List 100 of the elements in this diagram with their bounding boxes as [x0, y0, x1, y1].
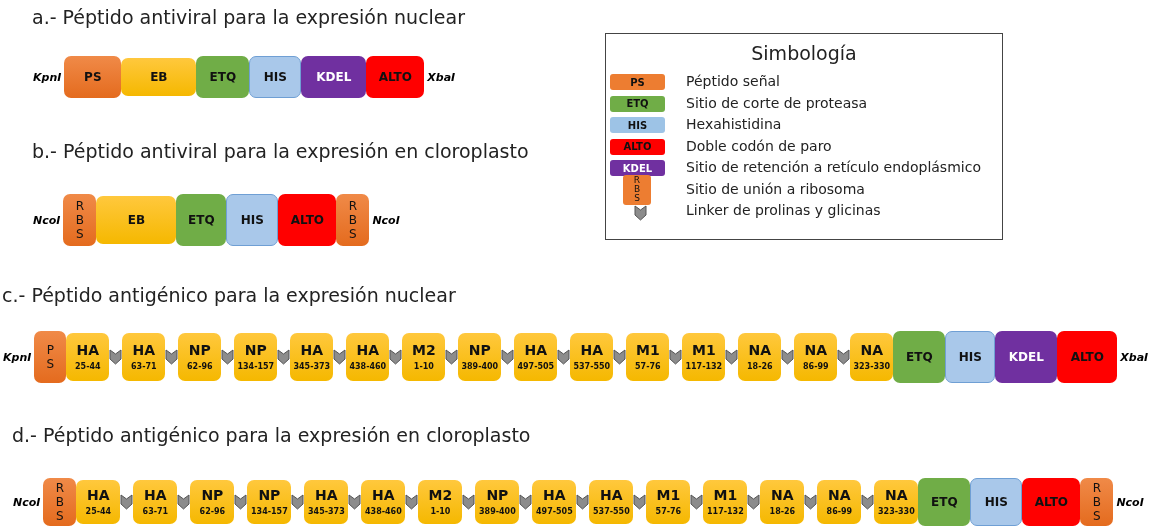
- residue-range: 25-44: [85, 506, 112, 517]
- segment-label: R B S: [74, 199, 85, 241]
- peptide-segment: [63, 194, 97, 246]
- segment-label: NA: [885, 487, 908, 503]
- segment-label: R B S: [347, 199, 358, 241]
- segment-label: HA: [315, 487, 338, 503]
- peptide-segment: [121, 58, 197, 96]
- peptide-segment: [794, 333, 838, 381]
- peptide-segment: [176, 194, 227, 246]
- peptide-segment: [1080, 478, 1114, 526]
- residue-range: 438-460: [349, 361, 387, 372]
- residue-range: 63-71: [142, 506, 169, 517]
- segment-label: M1: [692, 342, 716, 358]
- residue-range: 86-99: [826, 506, 853, 517]
- peptide-segment: [366, 56, 425, 98]
- legend-text: Linker de prolinas y glicinas: [686, 202, 881, 218]
- segment-label: HA: [600, 487, 623, 503]
- residue-range: 497-505: [517, 361, 555, 372]
- segment-label: HA: [543, 487, 566, 503]
- segment-label: PS: [84, 70, 102, 84]
- legend-text: Doble codón de paro: [686, 137, 832, 154]
- legend-text: Sitio de retención a retículo endoplásmico: [686, 159, 981, 175]
- segment-label: HA: [144, 487, 167, 503]
- segment-label: P S: [45, 343, 56, 371]
- legend-text: Péptido señal: [686, 73, 780, 89]
- peptide-segment: [589, 480, 634, 524]
- segment-label: PS: [630, 76, 645, 88]
- restriction-site-label: NcoI: [32, 213, 62, 227]
- legend-text: Sitio de corte de proteasa: [686, 94, 868, 111]
- segment-label: KDEL: [1008, 350, 1044, 364]
- segment-label: HA: [87, 487, 110, 503]
- peptide-segment: [817, 480, 862, 524]
- peptide-segment: [304, 480, 349, 524]
- peptide-segment: [514, 333, 558, 381]
- segment-label: M2: [412, 342, 436, 358]
- section-title: d.- Péptido antigénico para la expresión en cloroplasto: [12, 424, 531, 446]
- segment-label: EB: [127, 213, 146, 227]
- segment-label: ALTO: [623, 141, 652, 152]
- segment-label: NP: [188, 342, 211, 358]
- segment-label: HA: [132, 342, 156, 358]
- segment-label: NP: [201, 487, 224, 503]
- peptide-segment: [532, 480, 577, 524]
- section-title: b.- Péptido antiviral para la expresión en cloroplasto: [32, 140, 529, 162]
- peptide-segment: [122, 333, 166, 381]
- residue-range: 345-373: [293, 361, 331, 372]
- peptide-segment: [458, 333, 502, 381]
- segment-label: HA: [76, 342, 100, 358]
- peptide-segment: [1057, 331, 1118, 383]
- segment-label: R B S: [633, 176, 641, 203]
- residue-range: 57-76: [635, 361, 661, 372]
- residue-range: 57-76: [655, 506, 682, 517]
- segment-label: HIS: [958, 350, 982, 364]
- restriction-site-label: NcoI: [1115, 495, 1145, 509]
- restriction-site-label: NcoI: [371, 213, 401, 227]
- residue-range: 117-132: [685, 361, 723, 372]
- segment-label: ETQ: [906, 350, 933, 364]
- residue-range: 62-96: [187, 361, 213, 372]
- restriction-site-label: XbaI: [426, 70, 457, 84]
- segment-label: NA: [860, 342, 884, 358]
- segment-label: EB: [150, 70, 168, 84]
- legend-swatch: [610, 117, 665, 133]
- peptide-segment: [190, 480, 235, 524]
- residue-range: 1-10: [430, 506, 451, 517]
- residue-range: 323-330: [878, 506, 915, 517]
- peptide-segment: [918, 478, 971, 526]
- legend-swatch: [623, 174, 651, 205]
- residue-range: 117-132: [707, 506, 744, 517]
- peptide-segment: [346, 333, 390, 381]
- segment-label: M1: [656, 487, 681, 503]
- segment-label: R B S: [54, 481, 65, 523]
- residue-range: 537-550: [573, 361, 611, 372]
- legend-box: [605, 33, 1003, 240]
- residue-range: 1-10: [413, 361, 434, 372]
- peptide-segment: [475, 480, 520, 524]
- segment-label: M2: [428, 487, 453, 503]
- peptide-segment: [570, 333, 614, 381]
- residue-range: 438-460: [365, 506, 402, 517]
- residue-range: 134-157: [237, 361, 275, 372]
- segment-label: HIS: [240, 213, 264, 227]
- residue-range: 323-330: [853, 361, 891, 372]
- section-title: c.- Péptido antigénico para la expresión nuclear: [2, 284, 456, 306]
- segment-label: NP: [468, 342, 491, 358]
- segment-label: HA: [356, 342, 380, 358]
- linker-icon: [634, 205, 647, 221]
- residue-range: 389-400: [461, 361, 499, 372]
- peptide-segment: [64, 56, 122, 98]
- peptide-segment: [278, 194, 337, 246]
- legend-swatch: [610, 138, 665, 155]
- legend-swatch: [610, 160, 665, 176]
- peptide-segment: [402, 333, 446, 381]
- residue-range: 18-26: [769, 506, 796, 517]
- legend-title: Simbología: [750, 42, 858, 64]
- segment-label: NP: [244, 342, 267, 358]
- peptide-segment: [133, 480, 178, 524]
- segment-label: R B S: [1091, 481, 1102, 523]
- peptide-segment: [970, 478, 1023, 526]
- segment-label: ETQ: [931, 495, 958, 509]
- peptide-segment: [703, 480, 748, 524]
- segment-label: NA: [748, 342, 772, 358]
- residue-range: 86-99: [803, 361, 829, 372]
